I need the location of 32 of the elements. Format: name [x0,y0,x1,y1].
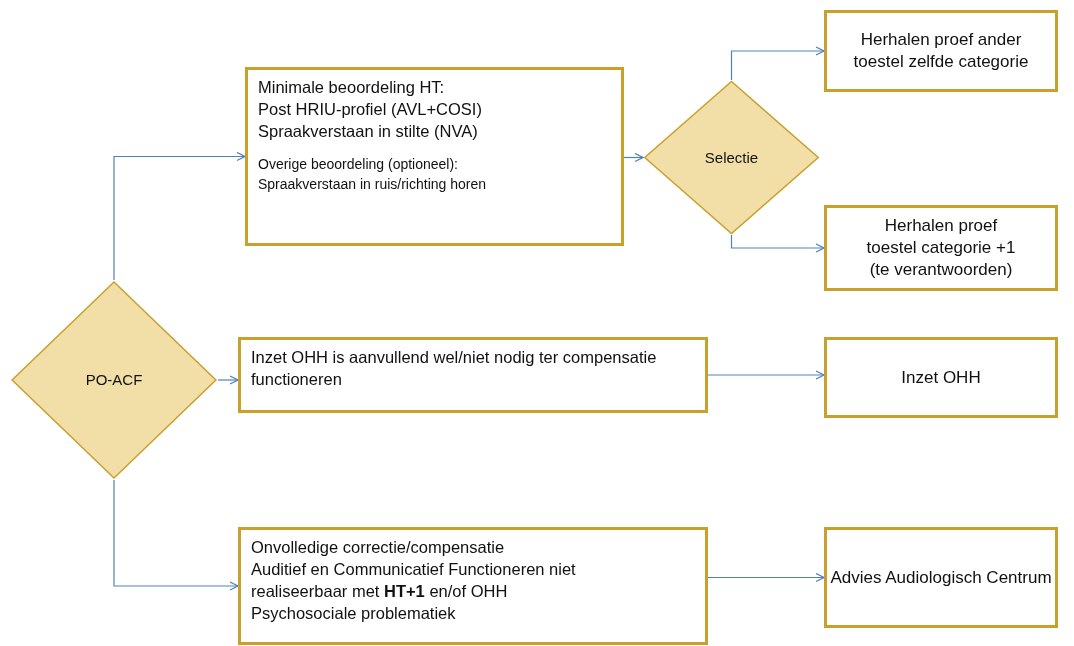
arrow [113,151,246,281]
node-text: Minimale beoordeling HT: [258,77,446,98]
process-box [824,337,1058,418]
arrow [217,375,239,385]
arrow [730,234,825,253]
process-box [824,205,1058,291]
arrow [707,370,825,380]
node-text: Inzet OHH is aanvullend wel/niet nodig ter compensatie functioneren [251,347,658,390]
node-text: Herhalen proef ander toestel zelfde categorie [852,29,1030,73]
arrow [730,46,825,81]
decision-diamond [643,80,820,235]
arrow [623,152,644,163]
node-text: Psychosociale problematiek [251,603,457,624]
process-box [245,67,624,246]
process-box [238,527,708,645]
node-text: Herhalen proef toestel categorie +1 (te verantwoorden) [865,215,1017,281]
node-text: Post HRIU-profiel (AVL+COSI) [258,99,483,120]
node-text: Selectie [704,147,759,168]
node-text: Inzet OHH [901,366,981,389]
arrow [113,479,239,591]
node-text: Overige beoordeling (optioneel): [258,155,459,174]
process-box [238,337,708,413]
arrow [707,572,825,583]
node-text: Spraakverstaan in ruis/richting horen [258,175,487,194]
node-text: PO-ACF [85,370,143,390]
process-box [824,10,1058,92]
node-text: Spraakverstaan in stilte (NVA) [258,121,479,142]
process-box [824,527,1058,628]
node-text: Advies Audiologisch Centrum [830,566,1052,589]
node-text: Onvolledige correctie/compensatie [251,537,506,558]
node-text: Auditief en Communicatief Functioneren niet realiseerbaar met HT+1 en/of OHH [251,559,577,602]
decision-diamond [10,280,218,480]
